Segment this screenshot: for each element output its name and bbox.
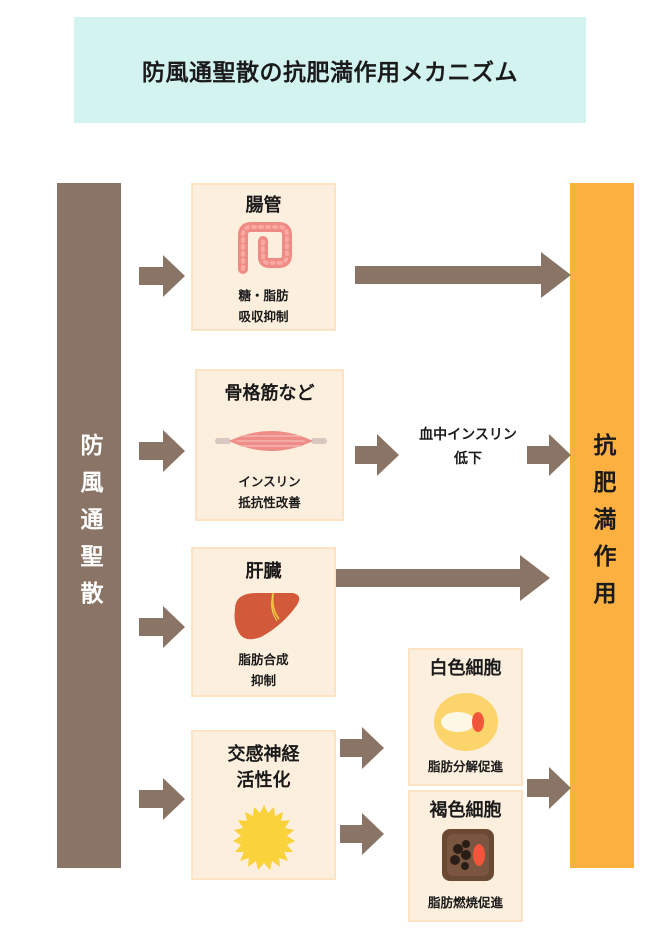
insulin-line1: 血中インスリン bbox=[419, 427, 517, 443]
sympathetic-card: 交感神経 活性化 bbox=[191, 730, 336, 880]
arrow-to-brown-fat bbox=[340, 813, 384, 855]
arrow-liver-to-result bbox=[336, 555, 550, 601]
intestine-icon bbox=[238, 222, 292, 274]
arrow-insulin-to-result bbox=[527, 434, 571, 476]
white-fat-cell-icon bbox=[434, 693, 498, 751]
arrow-fat-to-result bbox=[527, 767, 571, 809]
liver-card: 肝臓 脂肪合成 抑制 bbox=[191, 547, 336, 697]
muscle-card: 骨格筋など インスリン 抵抗性改善 bbox=[195, 369, 344, 521]
left-bar-bofutsushosan: 防風通聖散 bbox=[57, 183, 121, 868]
left-bar-label: 防風通聖散 bbox=[76, 433, 102, 618]
brown-fat-card: 褐色細胞 脂肪燃焼促進 bbox=[408, 790, 523, 922]
arrow-to-white-fat bbox=[340, 727, 384, 769]
insulin-label: 血中インスリン 低下 bbox=[400, 423, 536, 471]
sympathetic-title1: 交感神経 bbox=[227, 744, 300, 765]
arrow-to-intestine bbox=[139, 255, 185, 297]
sun-burst-icon bbox=[233, 805, 295, 870]
page-title: 防風通聖散の抗肥満作用メカニズム bbox=[142, 60, 518, 86]
intestine-title: 腸管 bbox=[245, 195, 282, 216]
intestine-card: 腸管 糖・脂肪 吸収抑制 bbox=[191, 183, 336, 331]
insulin-line2: 低下 bbox=[454, 451, 482, 467]
arrow-to-liver bbox=[139, 606, 185, 648]
liver-line2: 抑制 bbox=[250, 673, 276, 688]
arrow-to-sympathetic bbox=[139, 778, 185, 820]
liver-line1: 脂肪合成 bbox=[238, 652, 289, 667]
arrow-to-muscle bbox=[139, 430, 185, 472]
muscle-line1: インスリン bbox=[238, 474, 301, 489]
brown-fat-caption: 脂肪燃焼促進 bbox=[427, 895, 503, 910]
right-bar-anti-obesity: 抗肥満作用 bbox=[570, 183, 634, 868]
muscle-title: 骨格筋など bbox=[224, 383, 315, 404]
muscle-line2: 抵抗性改善 bbox=[238, 495, 301, 510]
intestine-line2: 吸収抑制 bbox=[238, 309, 289, 324]
sympathetic-title2: 活性化 bbox=[236, 770, 291, 791]
arrow-muscle-to-insulin bbox=[355, 434, 399, 476]
title-banner: 防風通聖散の抗肥満作用メカニズム bbox=[74, 17, 586, 123]
brown-fat-cell-icon bbox=[442, 829, 494, 881]
liver-icon bbox=[234, 592, 300, 640]
white-fat-title: 白色細胞 bbox=[429, 658, 502, 679]
brown-fat-title: 褐色細胞 bbox=[429, 800, 502, 821]
liver-title: 肝臓 bbox=[245, 561, 282, 582]
arrow-intestine-to-result bbox=[355, 252, 571, 298]
muscle-icon bbox=[215, 431, 327, 451]
white-fat-card: 白色細胞 脂肪分解促進 bbox=[408, 648, 523, 786]
white-fat-caption: 脂肪分解促進 bbox=[427, 759, 503, 774]
right-bar-label: 抗肥満作用 bbox=[589, 433, 615, 618]
intestine-line1: 糖・脂肪 bbox=[238, 288, 289, 303]
